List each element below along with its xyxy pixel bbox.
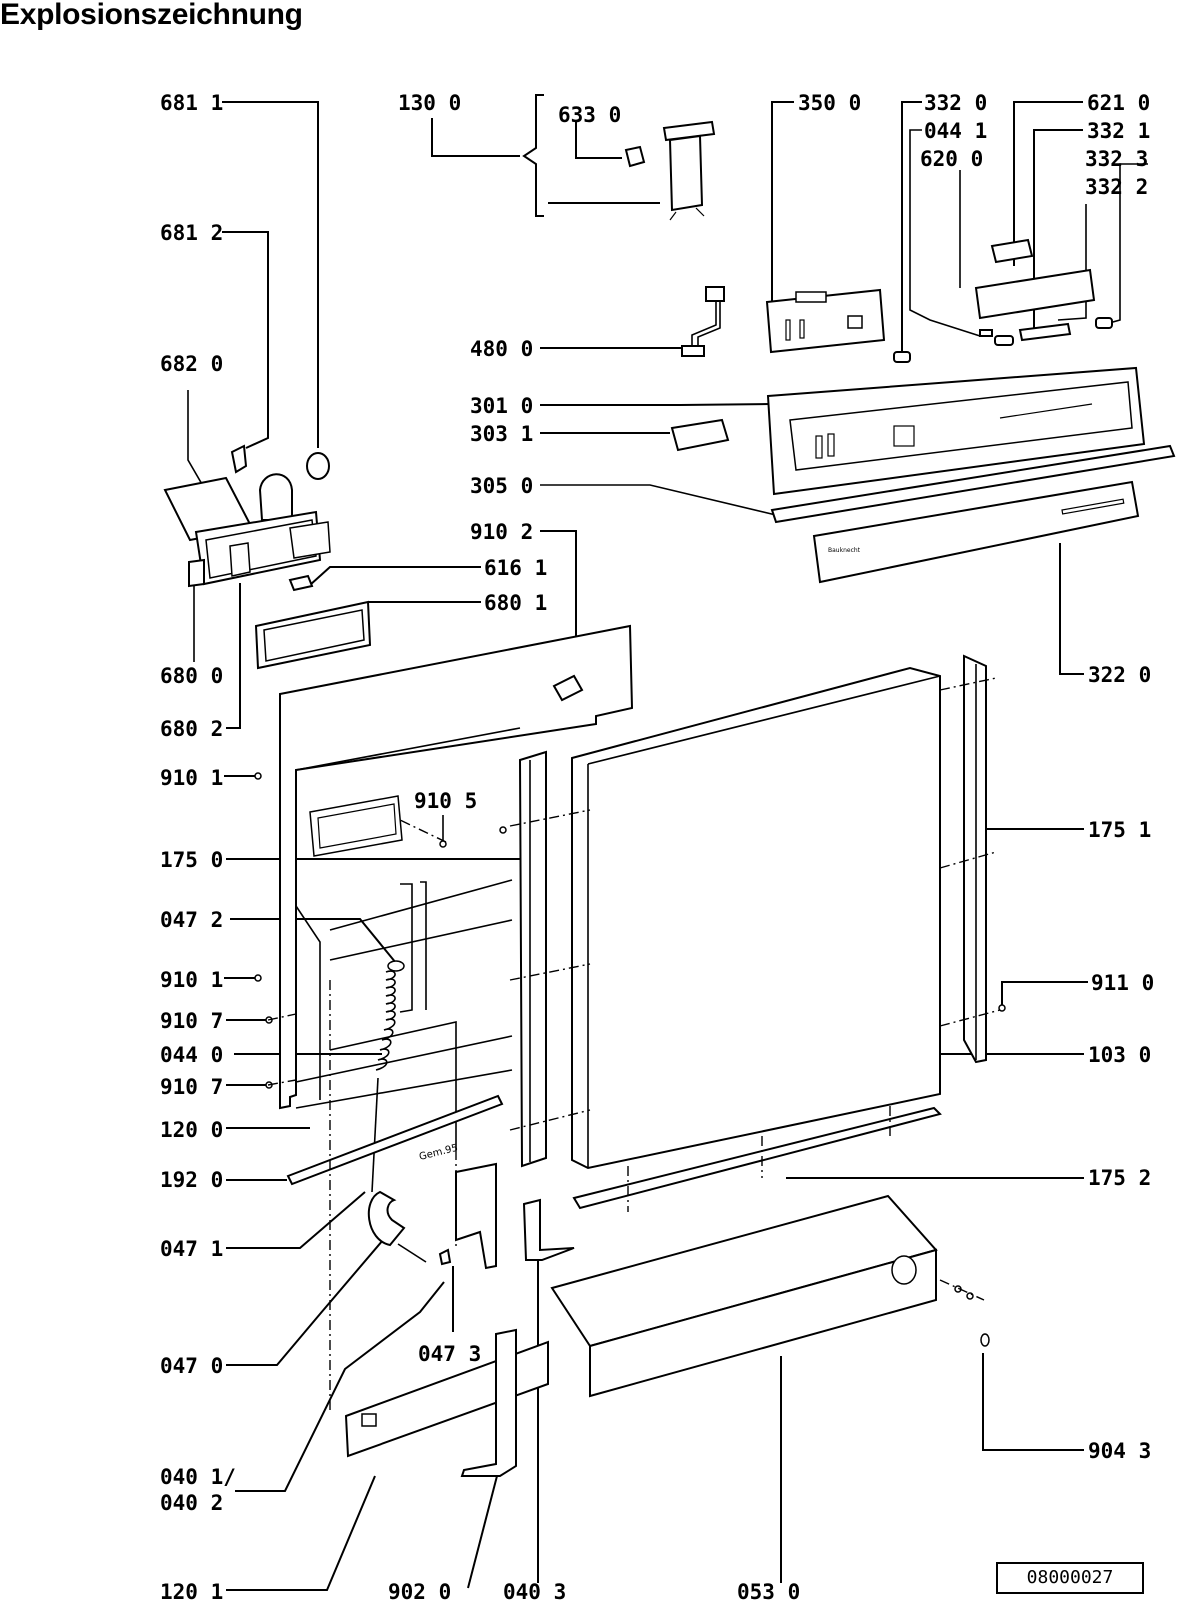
label-047-3: 047 3 (418, 1342, 481, 1366)
label-682-0: 682 0 (160, 352, 223, 376)
label-910-2: 910 2 (470, 520, 533, 544)
label-047-1: 047 1 (160, 1237, 223, 1261)
part-175-0-side-strip (518, 750, 547, 1168)
label-680-1: 680 1 (484, 591, 547, 615)
label-120-1: 120 1 (160, 1580, 223, 1604)
alignment-lines (267, 677, 1001, 1412)
label-047-2: 047 2 (160, 908, 223, 932)
label-904-3: 904 3 (1088, 1439, 1151, 1463)
part-303-1-handle (670, 418, 730, 452)
part-332-0-button (893, 351, 911, 363)
brand-mark: Bauknecht (828, 547, 861, 554)
stamp-text: Gem.95 (418, 1143, 459, 1163)
part-175-2-bottom-strip (572, 1106, 942, 1210)
part-902-0-foot (460, 1328, 517, 1477)
label-332-1: 332 1 (1087, 119, 1150, 143)
label-902-0: 902 0 (388, 1580, 451, 1604)
label-910-7-top: 910 7 (160, 1009, 223, 1033)
part-480-0-cable (681, 286, 725, 357)
part-047-0-hinge (367, 1190, 427, 1263)
part-120-0-inner-door (279, 624, 634, 1150)
label-616-1: 616 1 (484, 556, 547, 580)
label-681-1: 681 1 (160, 91, 223, 115)
label-680-2: 680 2 (160, 717, 223, 741)
part-044-0-spring (371, 960, 405, 1193)
label-192-0: 192 0 (160, 1168, 223, 1192)
part-332-buttons (994, 317, 1113, 346)
label-040-3: 040 3 (503, 1580, 566, 1604)
part-175-1-side-strip (963, 654, 987, 1064)
label-332-2: 332 2 (1085, 175, 1148, 199)
label-120-0: 120 0 (160, 1118, 223, 1142)
label-350-0: 350 0 (798, 91, 861, 115)
label-103-0: 103 0 (1088, 1043, 1151, 1067)
label-175-0: 175 0 (160, 848, 223, 872)
label-332-3: 332 3 (1085, 147, 1148, 171)
label-175-1: 175 1 (1088, 818, 1151, 842)
part-616-1 (288, 574, 314, 592)
label-040-2: 040 2 (160, 1491, 223, 1515)
part-322-0-front-panel: Bauknecht (812, 480, 1140, 584)
part-301-0-control-panel (766, 366, 1146, 496)
label-332-0: 332 0 (924, 91, 987, 115)
part-047-3-clip (438, 1162, 497, 1270)
part-680-1-gasket (254, 600, 372, 670)
label-680-0: 680 0 (160, 664, 223, 688)
label-175-2: 175 2 (1088, 1166, 1151, 1190)
document-number: 08000027 (996, 1562, 1144, 1594)
part-labels: 681 1 130 0 633 0 350 0 332 0 044 1 620 … (160, 91, 1154, 1604)
label-620-0: 620 0 (920, 147, 983, 171)
label-130-0: 130 0 (398, 91, 461, 115)
label-301-0: 301 0 (470, 394, 533, 418)
label-910-1-bottom: 910 1 (160, 968, 223, 992)
part-621-0-board (990, 238, 1034, 264)
part-681-2-clip (230, 444, 248, 474)
part-130-0-lock (624, 120, 716, 221)
label-910-7-bottom: 910 7 (160, 1075, 223, 1099)
label-047-0: 047 0 (160, 1354, 223, 1378)
label-322-0: 322 0 (1088, 663, 1151, 687)
screws (254, 772, 1006, 1089)
label-910-5: 910 5 (414, 789, 477, 813)
part-350-0-control-board (765, 288, 886, 354)
part-680-0-dispenser (163, 473, 331, 588)
part-904-3-screws (954, 1285, 990, 1347)
label-910-1-top: 910 1 (160, 766, 223, 790)
label-305-0: 305 0 (470, 474, 533, 498)
page-title: Explosionszeichnung (0, 0, 303, 31)
part-103-0-door-panel (571, 666, 941, 1170)
label-480-0: 480 0 (470, 337, 533, 361)
label-911-0: 911 0 (1091, 971, 1154, 995)
part-044-1 (979, 329, 993, 337)
label-044-0: 044 0 (160, 1043, 223, 1067)
label-621-0: 621 0 (1087, 91, 1150, 115)
label-681-2: 681 2 (160, 221, 223, 245)
leader-lines (187, 94, 1148, 1591)
label-303-1: 303 1 (470, 422, 533, 446)
label-044-1: 044 1 (924, 119, 987, 143)
part-305-0-rail (770, 444, 1176, 524)
label-053-0: 053 0 (737, 1580, 800, 1604)
label-633-0: 633 0 (558, 103, 621, 127)
part-053-0-kickplate (550, 1194, 938, 1398)
part-620-0-module (974, 268, 1096, 320)
part-681-1-cap (306, 452, 330, 480)
label-040-1: 040 1/ (160, 1465, 236, 1489)
part-040-3-bracket (522, 1198, 575, 1261)
